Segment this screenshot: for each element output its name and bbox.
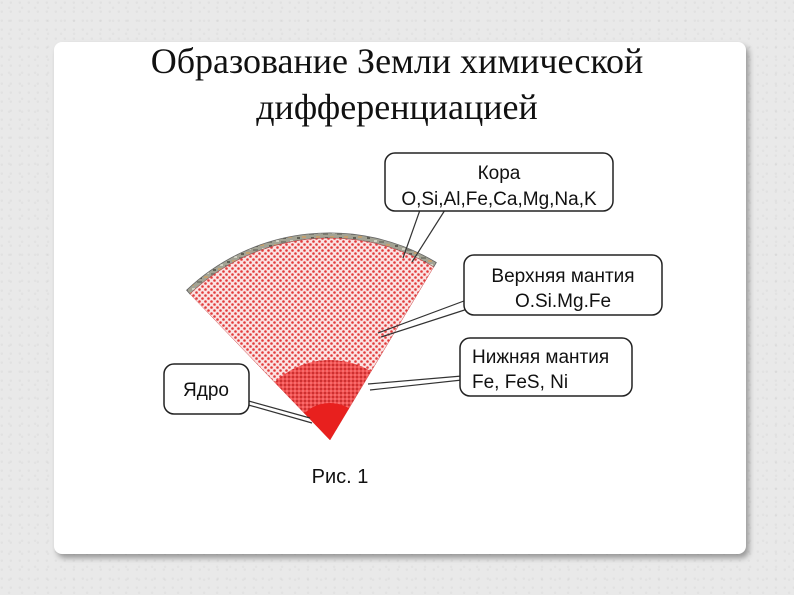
upper-mantle-layer (189, 237, 435, 441)
crust-elements: O,Si,Al,Fe,Ca,Mg,Na,K (401, 189, 597, 210)
lower-mantle-label: Нижняя мантия (472, 347, 609, 368)
crust-connector (402, 209, 421, 259)
upper-mantle-label: Верхняя мантия (491, 266, 634, 287)
lower-mantle-connector (369, 379, 463, 391)
upper-mantle-callout: Верхняя мантия O.Si.Mg.Fe (463, 254, 663, 316)
core-callout: Ядро (163, 363, 250, 415)
slide-title-line-1: Образование Земли химической (150, 41, 644, 81)
core-label: Ядро (183, 380, 229, 401)
slide-title: Образование Земли химической дифференциа… (0, 38, 794, 130)
slide-title-line-2: дифференциацией (256, 87, 538, 127)
figure-caption: Рис. 1 (312, 466, 369, 488)
core-connector (244, 403, 313, 424)
lower-mantle-connector (367, 375, 463, 385)
core-layer (304, 403, 349, 440)
lower-mantle-elements: Fe, FeS, Ni (472, 372, 568, 393)
crust-connector (411, 209, 446, 263)
upper-mantle-elements: O.Si.Mg.Fe (515, 291, 611, 312)
crust-callout: Кора O,Si,Al,Fe,Ca,Mg,Na,K (384, 152, 614, 212)
lower-mantle-callout: Нижняя мантия Fe, FeS, Ni (459, 337, 633, 397)
core-connector (244, 399, 311, 419)
upper-mantle-connector (377, 294, 481, 334)
lower-mantle-layer (274, 359, 371, 440)
crust-label: Кора (478, 163, 521, 184)
upper-mantle-connector (380, 304, 481, 338)
